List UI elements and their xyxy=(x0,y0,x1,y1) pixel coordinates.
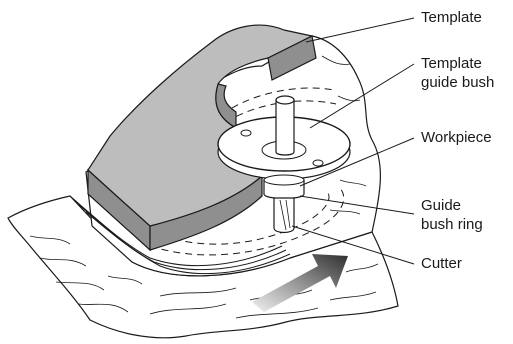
cutter xyxy=(274,198,294,233)
label-workpiece: Workpiece xyxy=(421,128,492,147)
label-cutter: Cutter xyxy=(421,254,462,273)
router-shaft xyxy=(276,100,294,155)
label-template-guide-bush: Template guide bush xyxy=(421,54,494,92)
flange-screw-hole-left xyxy=(241,130,251,136)
flange-screw-hole-right xyxy=(313,160,323,166)
router-shaft-top xyxy=(276,96,294,104)
label-guide-bush-ring: Guide bush ring xyxy=(421,196,483,234)
guide-bush-ring-top xyxy=(264,175,304,185)
label-template: Template xyxy=(421,8,482,27)
